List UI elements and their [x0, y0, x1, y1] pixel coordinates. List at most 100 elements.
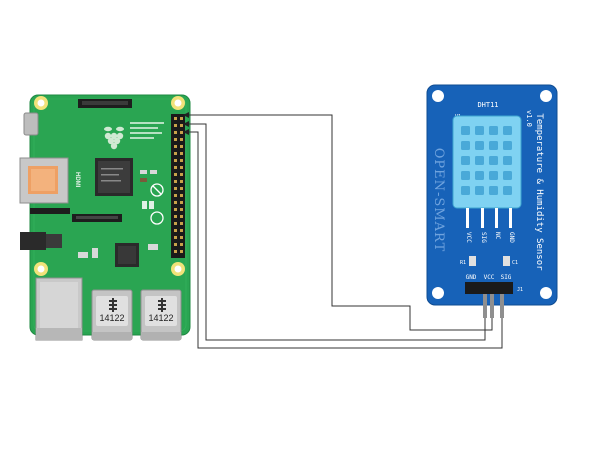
pin-header-j1: [465, 282, 513, 318]
gpio-pin: [174, 194, 177, 197]
gpio-pin: [180, 187, 183, 190]
gpio-pin: [180, 229, 183, 232]
gpio-pin: [174, 180, 177, 183]
gpio-pin: [174, 131, 177, 134]
vcc-wire: [186, 123, 486, 341]
gpio-pin: [180, 159, 183, 162]
gpio-pin: [180, 145, 183, 148]
gpio-pin: [180, 124, 183, 127]
sensor-vent: [489, 126, 498, 135]
gpio-pin: [180, 117, 183, 120]
gpio-pin: [174, 208, 177, 211]
chip-pin-label: NC: [494, 232, 501, 240]
certification-marks: [150, 183, 164, 225]
chip-pin-label: GND: [508, 232, 515, 243]
gpio-pin: [180, 194, 183, 197]
mounting-hole: [171, 262, 185, 276]
gpio-pin: [174, 215, 177, 218]
mounting-hole: [171, 96, 185, 110]
usb-port-label: 14122: [148, 313, 173, 323]
sensor-vent: [461, 171, 470, 180]
gpio-pin: [174, 222, 177, 225]
sensor-title-text: Temperature & Humidity Sensor: [534, 113, 544, 271]
gpio-pin: [180, 138, 183, 141]
dht11-sensor-housing: [452, 115, 522, 209]
header-ref-label: J1: [517, 287, 523, 293]
usb-port: 14122: [91, 289, 133, 341]
sensor-vent: [503, 141, 512, 150]
gpio-pin: [180, 152, 183, 155]
gpio-pin: [180, 180, 183, 183]
gpio-pin: [174, 250, 177, 253]
gpio-pin: [174, 243, 177, 246]
sensor-vent: [503, 156, 512, 165]
resistor-r1: [469, 256, 476, 266]
header-pin-label: GND: [466, 274, 477, 281]
sensor-vent: [475, 156, 484, 165]
audio-jack: [20, 232, 46, 250]
gpio-pin: [174, 124, 177, 127]
sensor-vent: [475, 141, 484, 150]
sensor-vent: [503, 186, 512, 195]
sensor-version-text: v1.0: [525, 110, 533, 127]
mounting-hole: [34, 96, 48, 110]
gpio-pin: [180, 222, 183, 225]
sensor-vent: [461, 156, 470, 165]
gpio-pin: [180, 250, 183, 253]
sensor-vent: [489, 156, 498, 165]
mounting-hole: [540, 287, 552, 299]
chip-pin-label: VCC: [465, 232, 472, 243]
gpio-pin: [180, 201, 183, 204]
hdmi-label: HDMI: [74, 172, 80, 188]
ground-wire: [186, 131, 503, 349]
ref-r1-label: R1: [460, 260, 466, 266]
gpio-pin: [174, 201, 177, 204]
sensor-vent: [503, 126, 512, 135]
wires: [186, 114, 503, 349]
micro-usb-port: [23, 112, 39, 136]
sensor-vent: [489, 186, 498, 195]
wire-arrowheads: [183, 112, 189, 135]
usb-port-label: 14122: [99, 313, 124, 323]
gpio-pin: [180, 173, 183, 176]
sensor-chip-pins: [466, 208, 512, 228]
sensor-vent: [489, 171, 498, 180]
mounting-hole: [540, 90, 552, 102]
gpio-pin: [174, 229, 177, 232]
gpio-pin: [174, 138, 177, 141]
raspberry-logo: [104, 126, 124, 150]
sensor-component-label: DHT11: [477, 101, 498, 109]
ref-c1-label: C1: [512, 260, 518, 266]
gpio-pin: [174, 159, 177, 162]
signal-wire: [186, 114, 493, 331]
gpio-pin: [174, 187, 177, 190]
sensor-vent: [461, 186, 470, 195]
mounting-hole: [432, 287, 444, 299]
gpio-pin: [174, 152, 177, 155]
raspberry-pi-board: HDMI: [19, 94, 191, 341]
gpio-pin: [180, 208, 183, 211]
gpio-pin: [180, 131, 183, 134]
gpio-pin: [174, 166, 177, 169]
gpio-pin: [180, 236, 183, 239]
mounting-hole: [432, 90, 444, 102]
sensor-vent: [489, 141, 498, 150]
capacitor-c1: [503, 256, 510, 266]
chip-pin-label: SIG: [480, 232, 487, 243]
dht11-sensor-module: DHT11 U1 OPEN-SMART Temperature & Humidi…: [426, 84, 558, 318]
gpio-pin: [180, 166, 183, 169]
usb-port: 14122: [140, 289, 182, 341]
gpio-pin: [180, 243, 183, 246]
sensor-vent: [503, 171, 512, 180]
gpio-pin: [174, 236, 177, 239]
gpio-header: [171, 114, 185, 258]
sensor-vent: [475, 171, 484, 180]
sensor-brand-text: OPEN-SMART: [431, 148, 446, 253]
mounting-hole: [34, 262, 48, 276]
sensor-vent: [475, 126, 484, 135]
sensor-vent: [461, 141, 470, 150]
gpio-pin: [174, 117, 177, 120]
sensor-vent: [475, 186, 484, 195]
sensor-vent: [461, 126, 470, 135]
